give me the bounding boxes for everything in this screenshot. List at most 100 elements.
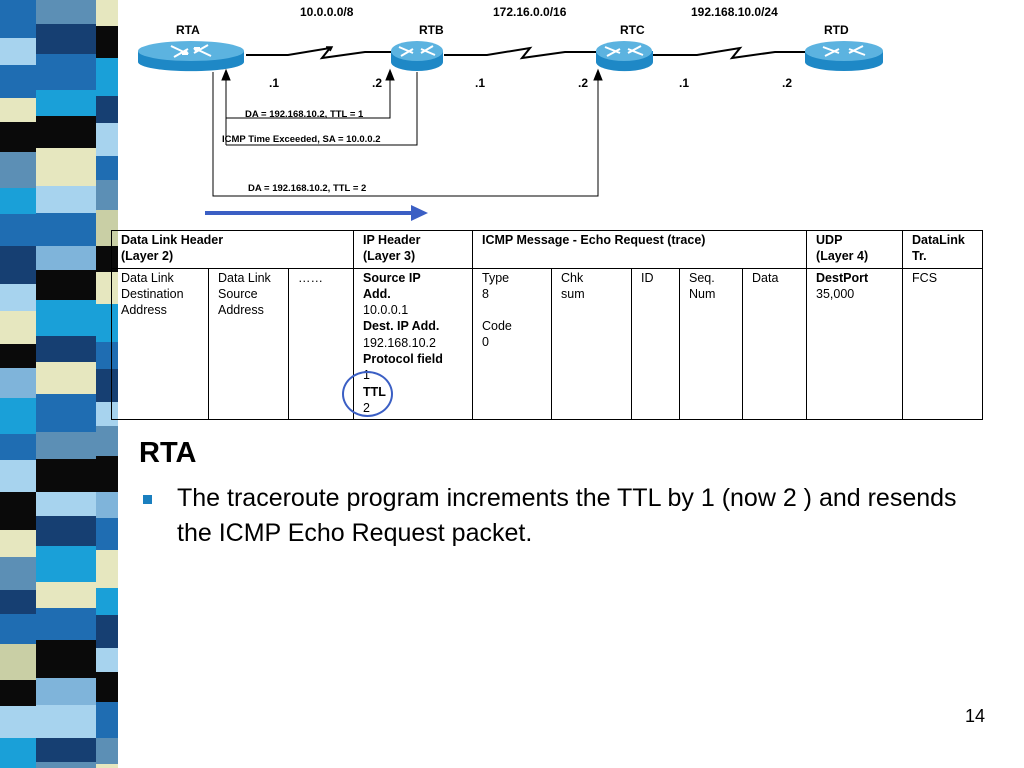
strip-block	[0, 706, 36, 738]
strip-block	[0, 344, 36, 368]
udp-destport-label: DestPort	[816, 270, 869, 285]
strip-block	[36, 54, 96, 90]
icmp-code-value: 0	[482, 335, 489, 350]
packet2-path	[212, 68, 603, 197]
strip-block	[0, 368, 36, 398]
router-icon	[391, 41, 443, 71]
slide-heading: RTA	[139, 437, 197, 469]
packet1-label: DA = 192.168.10.2, TTL = 1	[245, 109, 364, 120]
strip-block	[0, 65, 36, 98]
interface-label: .2	[578, 76, 588, 90]
router-label-rtb: RTB	[419, 23, 444, 37]
strip-block	[0, 38, 36, 65]
cell-icmp-data: Data	[741, 267, 808, 421]
strip-block	[0, 557, 36, 590]
interface-label: .2	[372, 76, 382, 90]
header-icmp: ICMP Message - Echo Request (trace)	[471, 230, 808, 269]
ip-protocol-label: Protocol field	[363, 352, 443, 367]
strip-block	[36, 116, 96, 148]
strip-block	[0, 644, 36, 680]
header-dlt-line2: Tr.	[912, 249, 927, 264]
strip-block	[36, 148, 96, 186]
strip-block	[36, 362, 96, 394]
strip-block	[0, 460, 36, 492]
strip-block	[0, 246, 36, 284]
decorative-strip	[0, 0, 118, 768]
strip-block	[96, 764, 118, 768]
cell-icmp-type-code: Type 8 Code 0	[472, 267, 552, 421]
dl-src-line2: Source	[218, 286, 258, 301]
spacer	[482, 302, 542, 318]
interface-label: .2	[782, 76, 792, 90]
strip-block	[96, 588, 118, 615]
strip-column	[0, 0, 36, 768]
header-data-link-line1: Data Link Header	[121, 233, 224, 247]
ip-dest-label: Dest. IP Add.	[363, 319, 440, 334]
icmp-code-label: Code	[482, 319, 512, 334]
strip-block	[36, 432, 96, 459]
router-icon	[596, 41, 653, 72]
header-udp-line1: UDP	[816, 233, 843, 247]
cell-icmp-seq: Seq. Num	[679, 267, 743, 421]
network-label-3: 192.168.10.0/24	[691, 5, 778, 19]
strip-block	[96, 180, 118, 210]
serial-link-cd	[653, 46, 806, 60]
strip-block	[96, 456, 118, 492]
strip-block	[36, 270, 96, 300]
network-label-1: 10.0.0.0/8	[300, 5, 354, 19]
strip-block	[0, 122, 36, 152]
serial-link-ab	[246, 46, 393, 60]
cell-fcs: FCS	[902, 267, 984, 421]
seq-line1: Seq.	[689, 270, 715, 285]
router-icon	[805, 41, 883, 71]
strip-block	[36, 608, 96, 640]
strip-block	[96, 123, 118, 156]
interface-label: .1	[679, 76, 689, 90]
bullet-text: The traceroute program increments the TT…	[177, 484, 957, 547]
strip-block	[0, 98, 36, 122]
strip-block	[36, 762, 96, 768]
serial-link-bc	[444, 46, 596, 60]
packet-format-table: Data Link Header (Layer 2) IP Header (La…	[111, 230, 984, 421]
chk-line1: Chk	[561, 270, 584, 285]
strip-block	[36, 546, 96, 582]
dl-dest-line1: Data Link	[121, 270, 174, 285]
ip-dest-value: 192.168.10.2	[363, 335, 436, 350]
strip-block	[96, 26, 118, 58]
router-label-rtc: RTC	[620, 23, 645, 37]
interface-label: .1	[475, 76, 485, 90]
direction-arrow	[205, 205, 428, 221]
strip-block	[36, 516, 96, 546]
header-dlt-line1: DataLink	[912, 233, 965, 247]
strip-block	[36, 705, 96, 738]
reply-path	[221, 68, 418, 146]
strip-block	[36, 24, 96, 54]
router-icon	[138, 41, 244, 72]
strip-block	[0, 284, 36, 311]
strip-block	[36, 678, 96, 705]
strip-block	[36, 213, 96, 246]
cell-dl-more: ……	[288, 267, 354, 421]
udp-destport-value: 35,000	[816, 286, 855, 301]
table-body-row: Data Link Destination Address Data Link …	[111, 267, 984, 421]
strip-block	[0, 530, 36, 557]
strip-block	[0, 680, 36, 706]
strip-block	[96, 426, 118, 456]
network-diagram: 10.0.0.0/8 172.16.0.0/16 192.168.10.0/24…	[138, 5, 883, 221]
cell-dl-source: Data Link Source Address	[208, 267, 289, 421]
header-datalink-trailer: DataLink Tr.	[902, 230, 984, 269]
header-ip: IP Header (Layer 3)	[353, 230, 473, 269]
strip-block	[36, 90, 96, 116]
strip-block	[36, 394, 96, 432]
table-header-row: Data Link Header (Layer 2) IP Header (La…	[111, 230, 984, 269]
cell-dl-destination: Data Link Destination Address	[111, 267, 209, 421]
network-label-2: 172.16.0.0/16	[493, 5, 567, 19]
strip-block	[36, 186, 96, 213]
strip-block	[96, 518, 118, 550]
dl-src-line3: Address	[218, 303, 264, 318]
header-ip-line2: (Layer 3)	[363, 249, 416, 264]
strip-block	[96, 550, 118, 588]
interface-label: .1	[269, 76, 279, 90]
header-data-link-line2: (Layer 2)	[121, 249, 174, 264]
dl-dest-line2: Destination	[121, 286, 184, 301]
